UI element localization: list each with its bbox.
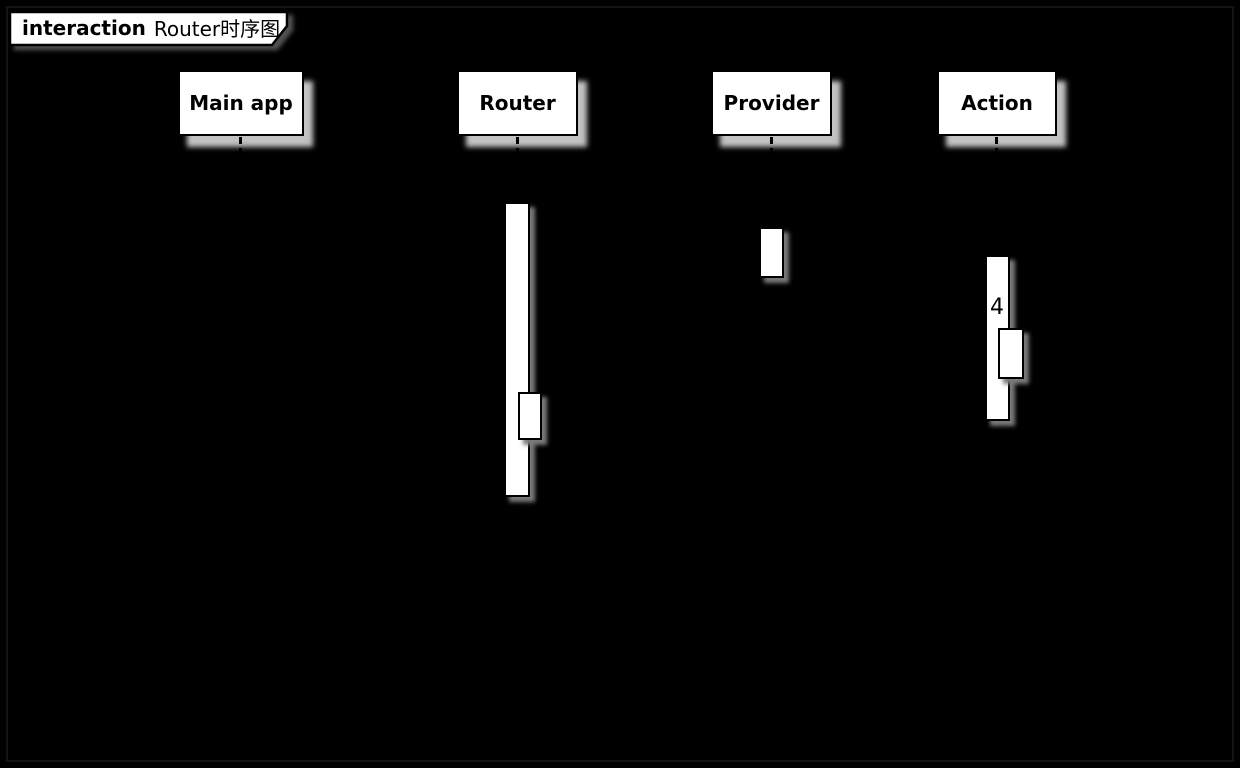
lifeline-provider [770, 137, 773, 557]
frame-title: interaction Router时序图 [22, 12, 280, 43]
participant-label: Action [961, 91, 1033, 115]
interaction-frame-border [6, 6, 1234, 762]
activation-bar-action-nested [998, 328, 1024, 379]
frame-title-pentagon [8, 10, 289, 47]
participant-label: Provider [723, 91, 820, 115]
frame-keyword-label: interaction [22, 15, 146, 40]
participant-box-router: Router [457, 70, 578, 136]
participant-label: Router [479, 91, 556, 115]
participant-box-action: Action [937, 70, 1057, 136]
participant-box-provider: Provider [711, 70, 832, 136]
activation-bar-provider [759, 227, 784, 278]
participant-label: Main app [189, 91, 293, 115]
participant-box-main-app: Main app [178, 70, 304, 136]
activation-bar-router [504, 202, 530, 497]
frame-title-label: Router时序图 [153, 17, 281, 41]
activation-bar-router-nested [518, 392, 542, 440]
lifeline-main-app [239, 137, 242, 557]
message-number-label: 4 [990, 295, 1004, 320]
